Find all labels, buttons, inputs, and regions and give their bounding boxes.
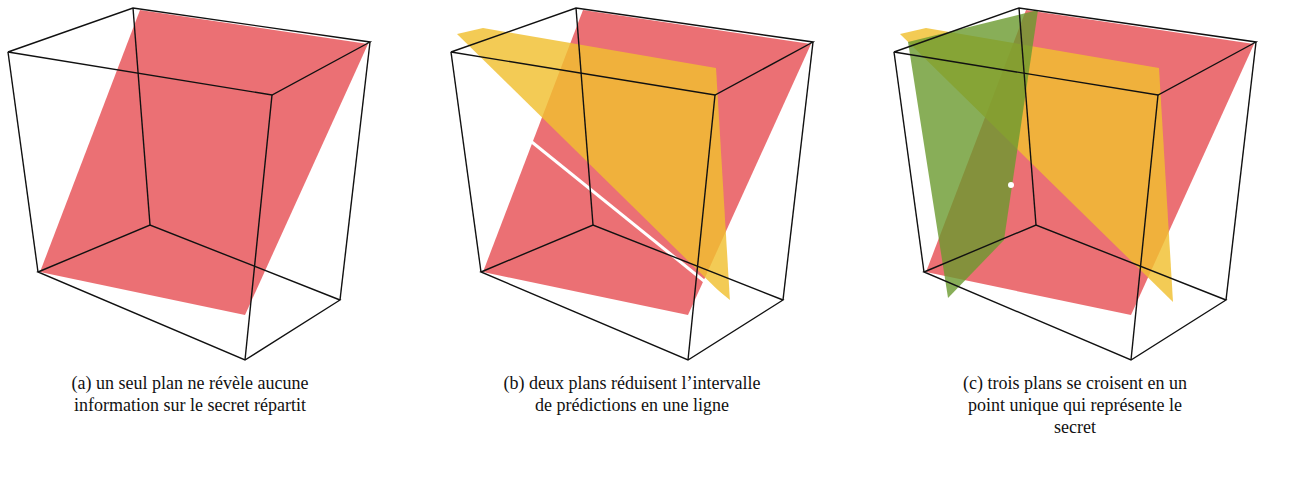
panel-c	[894, 8, 1256, 360]
panel-b	[451, 8, 813, 360]
figure-caption: (c) trois plans se croisent en un point …	[945, 372, 1205, 438]
figure-caption: (b) deux plans réduisent l’intervalle de…	[502, 372, 762, 416]
panel-a	[8, 8, 370, 360]
figure-caption: (a) un seul plan ne révèle aucune inform…	[60, 372, 320, 416]
